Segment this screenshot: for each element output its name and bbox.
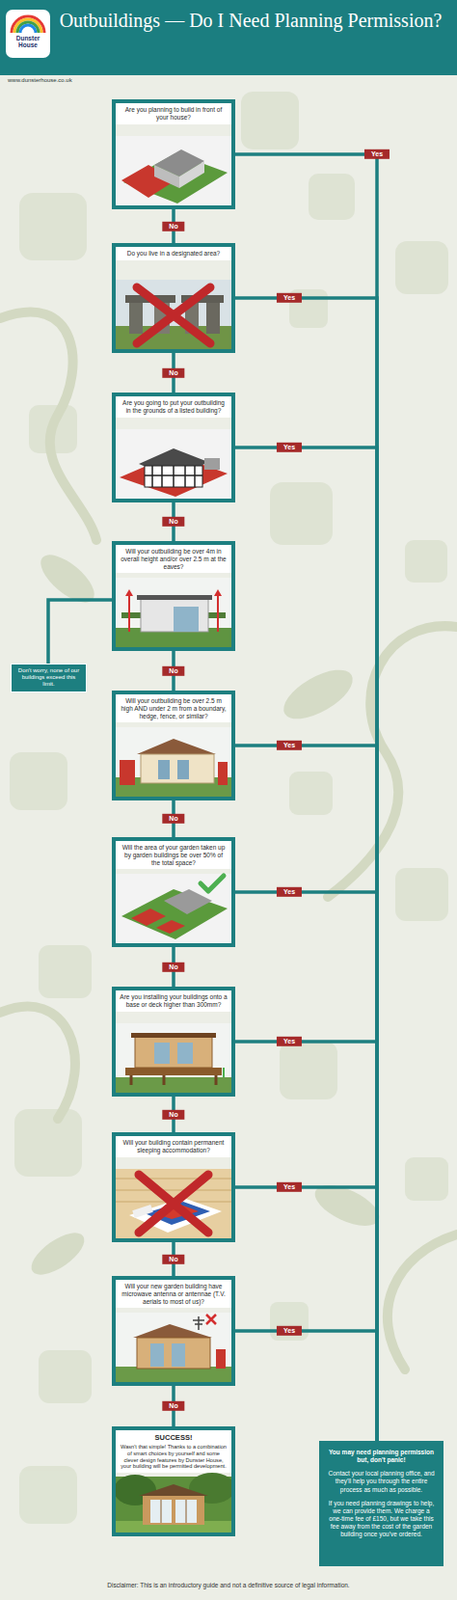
question-box: Do you live in a designated area?: [111, 242, 236, 353]
flow-connector: [235, 1041, 377, 1441]
yes-tag: Yes: [276, 442, 302, 453]
no-tag: No: [161, 813, 185, 824]
outcome-box: You may need planning permission but, do…: [319, 1440, 444, 1566]
yes-tag: Yes: [364, 149, 390, 160]
website-url: www.dunsterhouse.co.uk: [7, 77, 143, 83]
no-tag: No: [161, 516, 185, 527]
question-box: Will your outbuilding be over 4m in over…: [111, 540, 236, 651]
flow-connector: [235, 1186, 377, 1441]
question-text: Will your building contain permanent sle…: [115, 1135, 232, 1157]
flow-connector: [235, 1330, 377, 1441]
result-body: Wasn't that simple! Thanks to a combinat…: [115, 1442, 232, 1473]
disclaimer-note: Disclaimer: This is an introductory guid…: [16, 1581, 441, 1588]
note-box: Don't worry, none of our buildings excee…: [10, 663, 87, 693]
note-text: Don't worry, none of our buildings excee…: [15, 667, 82, 689]
question-box: Are you going to put your outbuilding in…: [111, 392, 236, 503]
result-heading: SUCCESS!: [115, 1429, 232, 1443]
no-tag: No: [161, 1253, 185, 1264]
question-text: Do you live in a designated area?: [115, 246, 232, 261]
flow-connector: [48, 599, 112, 664]
flow-connector: [235, 891, 377, 1441]
result-box: SUCCESS!Wasn't that simple! Thanks to a …: [111, 1425, 236, 1536]
outcome-body: Contact your local planning office, and …: [325, 1469, 437, 1493]
yes-tag: Yes: [276, 1036, 302, 1047]
question-box: Are you installing your buildings onto a…: [111, 986, 236, 1097]
no-tag: No: [161, 1108, 185, 1119]
no-tag: No: [161, 665, 185, 675]
question-box: Will your new garden building have micro…: [111, 1275, 236, 1386]
question-box: Will the area of your garden taken up by…: [111, 836, 236, 947]
question-text: Are you installing your buildings onto a…: [115, 990, 232, 1012]
no-tag: No: [161, 1400, 185, 1411]
question-text: Will your outbuilding be over 2.5 m high…: [115, 694, 232, 723]
outcome-heading: You may need planning permission but, do…: [325, 1448, 437, 1464]
flow-connector: [235, 297, 377, 1441]
yes-tag: Yes: [276, 293, 302, 303]
question-text: Are you going to put your outbuilding in…: [115, 396, 232, 418]
question-text: Will your outbuilding be over 4m in over…: [115, 544, 232, 573]
flow-connector: [235, 745, 377, 1441]
question-box: Will your outbuilding be over 2.5 m high…: [111, 690, 236, 801]
yes-tag: Yes: [276, 740, 302, 751]
outcome-body: If you need planning drawings to help, w…: [325, 1499, 437, 1539]
no-tag: No: [161, 367, 185, 377]
question-text: Will your new garden building have micro…: [115, 1279, 232, 1308]
yes-tag: Yes: [276, 1182, 302, 1192]
question-text: Will the area of your garden taken up by…: [115, 840, 232, 869]
yes-tag: Yes: [276, 887, 302, 897]
no-tag: No: [161, 220, 185, 231]
question-text: Are you planning to build in front of yo…: [115, 103, 232, 125]
question-box: Will your building contain permanent sle…: [111, 1131, 236, 1242]
flow-connector: [235, 154, 377, 1441]
yes-tag: Yes: [276, 1325, 302, 1336]
no-tag: No: [161, 961, 185, 971]
flow-connector: [235, 447, 377, 1441]
question-box: Are you planning to build in front of yo…: [111, 99, 236, 210]
title: Outbuildings — Do I Need Planning Permis…: [57, 9, 444, 32]
logo-text: Dunster House: [5, 34, 51, 49]
